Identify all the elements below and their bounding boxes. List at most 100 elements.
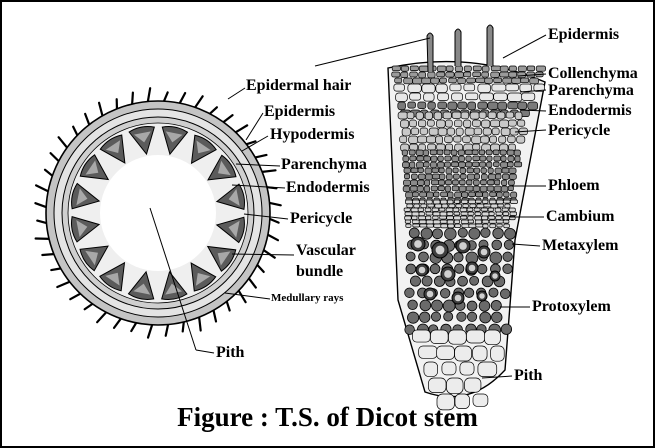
- phloem-cell: [479, 150, 485, 155]
- phloem-cell: [495, 174, 501, 179]
- phloem-cell: [514, 150, 520, 156]
- pericycle-cell: [428, 144, 436, 150]
- parenchyma-cell: [450, 84, 461, 91]
- epidermal-hair: [195, 96, 203, 108]
- phloem-cell: [417, 156, 424, 161]
- cambium-cell: [446, 208, 453, 211]
- parenchyma-cell: [396, 93, 408, 102]
- xylem-vessel: [505, 228, 516, 239]
- phloem-cell: [515, 156, 520, 162]
- phloem-cell: [439, 174, 445, 180]
- cambium-cell: [503, 200, 510, 203]
- xylem-vessel: [410, 276, 420, 286]
- collenchyma-cell: [512, 78, 521, 83]
- collenchyma-cell: [437, 66, 446, 71]
- phloem-cell: [511, 192, 517, 198]
- phloem-cell: [411, 174, 417, 179]
- label-medullary-rays: Medullary rays: [271, 293, 343, 304]
- phloem-cell: [493, 162, 499, 167]
- parenchyma-cell: [508, 93, 522, 101]
- cambium-cell: [475, 212, 481, 216]
- collenchyma-cell: [410, 66, 418, 71]
- phloem-cell: [458, 150, 464, 155]
- xylem-vessel: [501, 324, 511, 334]
- pericycle-cell: [497, 112, 505, 119]
- phloem-cell: [445, 186, 451, 191]
- cambium-cell: [426, 220, 433, 224]
- pith-cell: [491, 346, 505, 361]
- endodermis-cell: [508, 102, 518, 109]
- phloem-cell: [453, 168, 458, 173]
- pericycle-cell: [447, 128, 454, 135]
- parenchyma-cell: [480, 93, 494, 101]
- label-vascular: Vascular: [296, 243, 356, 259]
- endodermis-cell: [528, 102, 538, 110]
- cambium-cell: [496, 212, 502, 215]
- phloem-cell: [481, 168, 486, 173]
- epidermal-hair: [199, 316, 201, 330]
- pericycle-cell: [398, 112, 407, 119]
- phloem-cell: [459, 186, 466, 192]
- pericycle-cell: [517, 136, 525, 143]
- xylem-vessel: [467, 301, 477, 311]
- cambium-cell: [453, 208, 459, 212]
- pericycle-cell: [515, 112, 522, 119]
- collenchyma-cell: [431, 78, 439, 83]
- xylem-vessel: [430, 264, 440, 274]
- pericycle-cell: [411, 128, 418, 135]
- phloem-cell: [438, 186, 444, 191]
- cambium-cell: [496, 220, 503, 223]
- vessel-lumen: [479, 293, 485, 299]
- pericycle-cell: [437, 144, 445, 150]
- cambium-cell: [412, 212, 419, 216]
- phloem-cell: [406, 192, 413, 198]
- cambium-cell: [510, 200, 517, 204]
- xylem-vessel: [469, 228, 480, 239]
- pith-cell: [412, 330, 430, 342]
- xylem-vessel: [455, 264, 464, 273]
- xylem-vessel: [440, 289, 450, 299]
- xylem-vessel: [431, 300, 442, 311]
- cambium-cell: [419, 216, 426, 220]
- cambium-cell: [419, 212, 424, 216]
- phloem-cell: [424, 186, 430, 192]
- parenchyma-cell: [464, 84, 475, 91]
- phloem-cell: [431, 156, 437, 162]
- label-parenchyma-right: Parenchyma: [548, 83, 634, 99]
- epidermal-hair: [59, 137, 68, 148]
- sector-hair-2: [455, 29, 461, 66]
- phloem-cell: [423, 162, 429, 167]
- cambium-cell: [468, 216, 473, 220]
- xylem-vessel: [493, 228, 504, 239]
- cambium-cell: [421, 204, 427, 208]
- collenchyma-cell: [500, 72, 509, 77]
- xylem-vessel: [458, 276, 468, 286]
- collenchyma-cell: [500, 66, 508, 72]
- phloem-cell: [445, 156, 451, 161]
- pericycle-cell: [492, 128, 499, 135]
- endodermis-cell: [488, 102, 498, 109]
- vessel-lumen: [436, 246, 445, 255]
- xylem-vessel: [419, 252, 429, 262]
- cambium-cell: [482, 220, 489, 223]
- cambium-cell: [463, 204, 469, 207]
- cambium-cell: [454, 216, 461, 220]
- collenchyma-cell: [530, 78, 539, 84]
- xylem-vessel: [481, 228, 490, 237]
- phloem-cell: [476, 192, 483, 197]
- phloem-cell: [431, 186, 437, 191]
- pith-cell: [442, 362, 456, 375]
- xylem-vessel: [422, 276, 432, 286]
- pericycle-cell: [465, 128, 474, 135]
- phloem-cell: [488, 174, 495, 180]
- xylem-vessel: [419, 312, 430, 323]
- cambium-cell: [467, 208, 473, 211]
- xylem-vessel: [467, 312, 476, 321]
- pericycle-cell: [472, 120, 480, 126]
- cambium-cell: [482, 216, 488, 220]
- vessel-lumen: [469, 265, 476, 272]
- pericycle-cell: [508, 120, 516, 126]
- cambium-cell: [469, 224, 476, 228]
- pericycle-cell: [436, 136, 443, 144]
- collenchyma-cell: [464, 72, 471, 77]
